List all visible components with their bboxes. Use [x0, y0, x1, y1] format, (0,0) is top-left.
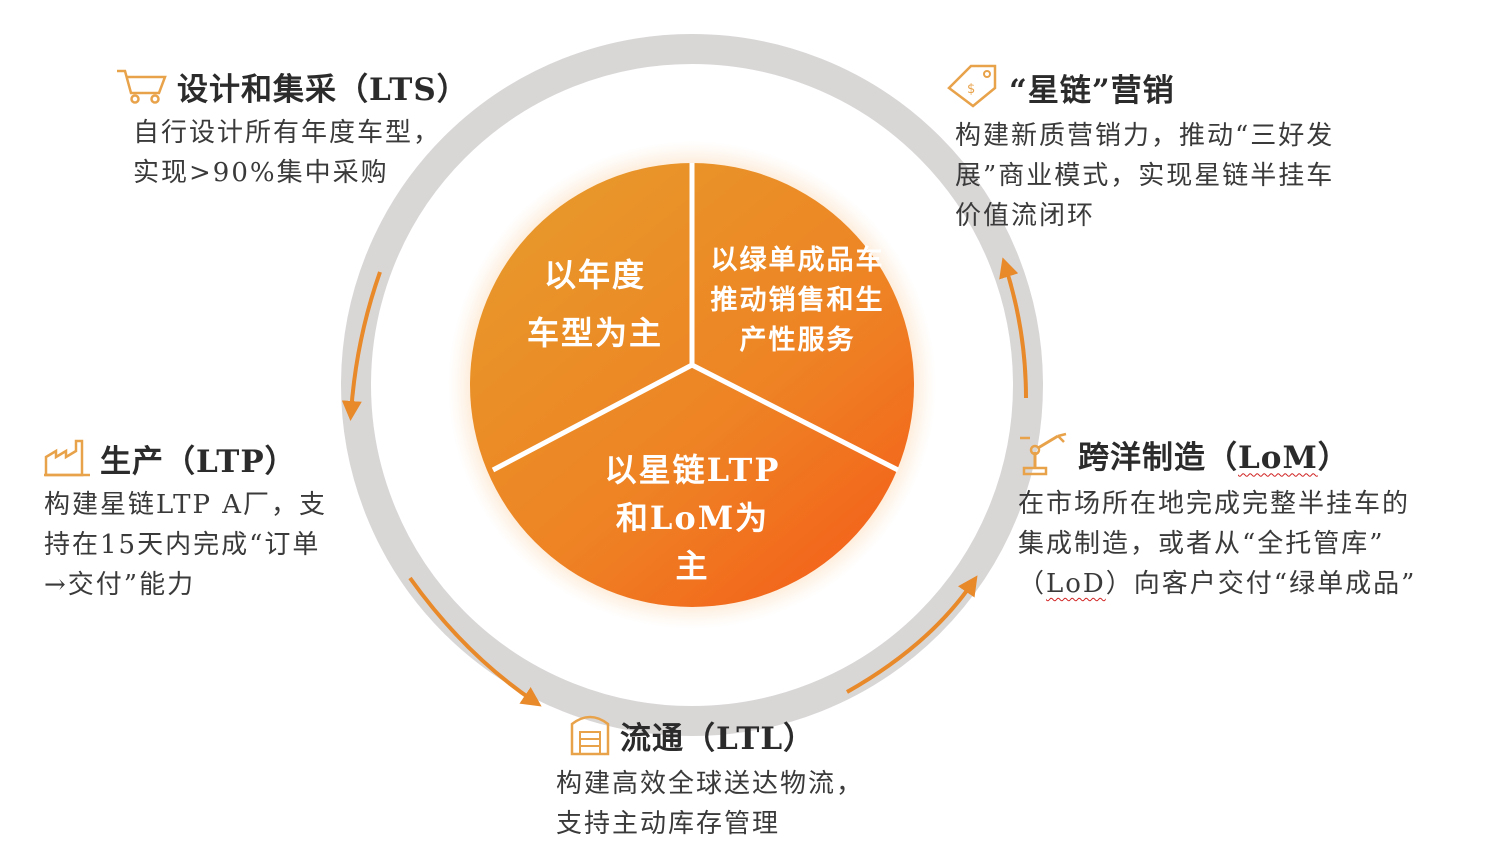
flow-arrow-ltl-to-lom [846, 575, 978, 694]
node-desc-lom: 在市场所在地完成完整半挂车的 集成制造，或者从“全托管库” （LoD）向客户交付… [1018, 489, 1417, 599]
node-title-ltl: 流通（LTL） [620, 720, 816, 757]
svg-text:$: $ [967, 82, 975, 97]
flow-arrow-ltp-to-ltl [408, 576, 542, 707]
core-divider-right [690, 362, 900, 473]
node-desc-ltl: 构建高效全球送达物流， 支持主动库存管理 [556, 769, 865, 839]
node-desc-lts: 自行设计所有年度车型， 实现>90%集中采购 [133, 118, 442, 188]
core-segment-annual-models: 以年度 车型为主 [526, 256, 663, 352]
node-ltl: 流通（LTL） 构建高效全球送达物流， 支持主动库存管理 [556, 710, 864, 844]
core-disc [470, 163, 914, 607]
outer-ring [341, 34, 1043, 736]
node-ltp: 生产（LTP） 构建星链LTP A厂，支 持在15天内完成“订单 →交付”能力 [44, 436, 327, 605]
core-segment-green-order: 以绿单成品车 推动销售和生 产性服务 [710, 245, 885, 356]
node-lts: 设计和集采（LTS） 自行设计所有年度车型， 实现>90%集中采购 [115, 64, 469, 193]
node-lom: 跨洋制造（LoM） 在市场所在地完成完整半挂车的 集成制造，或者从“全托管库” … [1018, 428, 1416, 604]
core-segment-ltp-lom: 以星链LTP 和LoM为 主 [604, 451, 781, 585]
node-title-lts: 设计和集采（LTS） [177, 72, 469, 108]
flow-arrow-lts-to-ltp [341, 271, 382, 421]
cart-icon [115, 65, 169, 109]
flow-arrow-lom-to-marketing [999, 257, 1028, 399]
node-title-marketing: “星链”营销 [1009, 72, 1175, 109]
robot-arm-icon [1018, 428, 1070, 480]
node-title-lom: 跨洋制造（LoM） [1078, 439, 1350, 476]
node-title-ltp: 生产（LTP） [100, 444, 297, 480]
node-desc-marketing: 构建新质营销力，推动“三好发 展”商业模式，实现星链半挂车 价值流闭环 [955, 121, 1335, 231]
factory-icon [44, 437, 92, 481]
warehouse-icon [568, 710, 612, 760]
node-marketing: $ “星链”营销 构建新质营销力，推动“三好发 展”商业模式，实现星链半挂车 价… [945, 62, 1334, 236]
price-tag-icon: $ [945, 62, 1001, 112]
node-desc-ltp: 构建星链LTP A厂，支 持在15天内完成“订单 →交付”能力 [44, 490, 328, 600]
core-divider-left [491, 362, 694, 473]
